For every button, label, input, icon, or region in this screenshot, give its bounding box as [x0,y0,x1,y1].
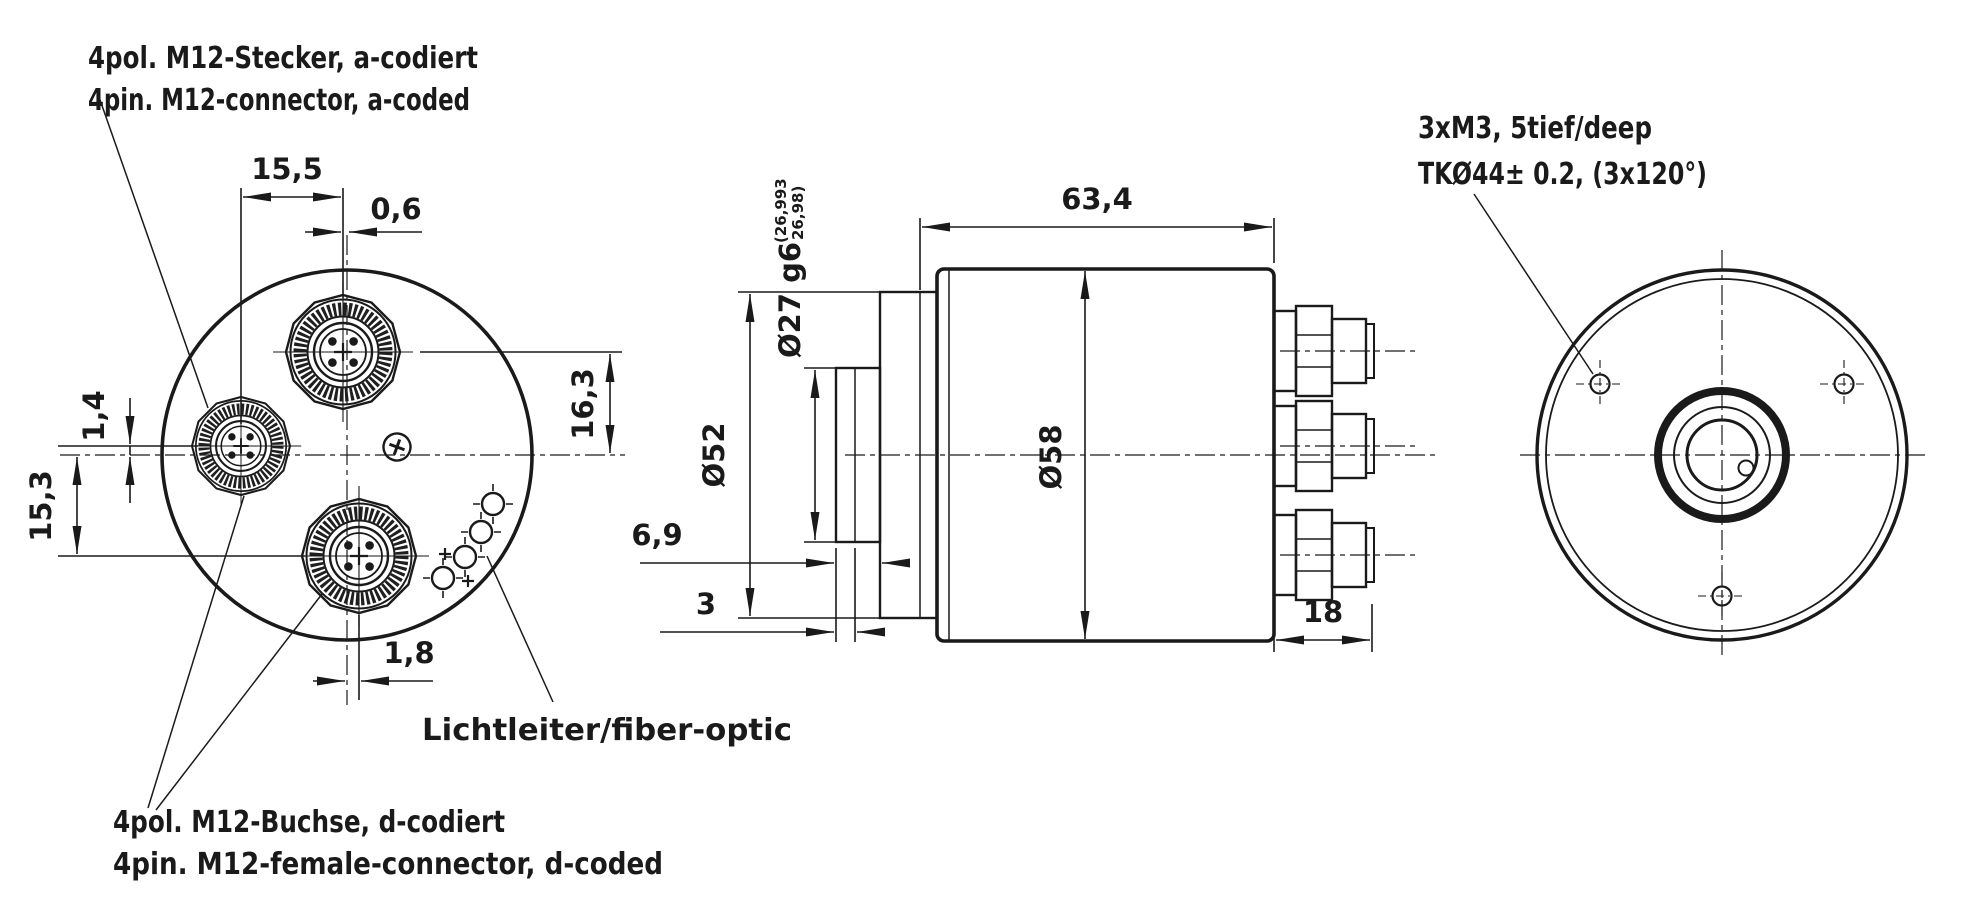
m3-hole-right [1818,358,1870,410]
rear-inner-edge-circle [1545,278,1899,632]
clamp-screw [1737,459,1755,477]
leader-connector-d-2 [155,593,323,811]
dim-63-4-text: 63,4 [1061,182,1133,216]
dim-6-9-text: 6,9 [631,518,682,552]
label-connector-d-line1: 4pol. M12-Buchse, d-codiert [113,805,505,840]
dim-15-3: 15,3 [24,457,305,557]
m12-connector-bottom [289,486,429,626]
front-view: 15,5 0,6 16,3 1,4 15,3 [24,96,625,811]
dim-16-3: 16,3 [420,351,622,453]
side-view: 63,4 Ø27 g6 (26,993 26,98) Ø52 Ø58 [631,178,1440,652]
dim-15-5-text: 15,5 [251,152,323,186]
dim-63-4: 63,4 [919,182,1275,290]
dim-52-text: Ø52 [697,422,731,487]
labels: 4pol. M12-Stecker, a-codiert 4pin. M12-c… [88,41,1707,882]
dim-16-3-text: 16,3 [566,368,600,440]
plus-mark [439,548,451,560]
dim-shaft-tol-lower: 26,98) [789,186,807,240]
label-connector-a-line2: 4pin. M12-connector, a-coded [88,83,470,118]
m3-hole-bottom [1696,570,1748,622]
label-fiber-optic: Lichtleiter/fiber-optic [422,713,792,748]
label-connector-d-line2: 4pin. M12-female-connector, d-coded [113,847,663,882]
dim-15-5: 15,5 [240,152,344,424]
label-mounting-line2: TKØ44± 0.2, (3x120°) [1418,157,1707,192]
label-connector-a-line1: 4pol. M12-Stecker, a-codiert [88,41,478,76]
side-connector-middle [1272,399,1422,493]
dim-0-6: 0,6 [305,192,422,237]
dim-6-9: 6,9 [631,518,910,575]
side-connector-top [1272,304,1422,398]
dim-shaft-tol-upper: (26,993 [772,178,790,243]
housing-outline-circle [160,268,534,642]
dim-52: Ø52 [697,291,885,619]
leader-connector-d-1 [147,495,245,809]
dim-18-text: 18 [1303,595,1343,629]
dim-1-4: 1,4 [58,390,198,503]
shaft-bore [1654,387,1790,523]
fiber-optic-holes [421,482,515,600]
dim-15-3-text: 15,3 [24,470,58,542]
m3-hole-left [1574,358,1626,410]
dim-3: 3 [660,548,885,642]
dim-58-text: Ø58 [1034,424,1068,489]
dim-3-text: 3 [696,587,716,621]
leader-mounting-holes [1473,193,1594,375]
leader-connector-a [98,96,209,409]
m12-connector-top [273,282,413,422]
dim-1-8-text: 1,8 [383,636,434,670]
dim-0-6-text: 0,6 [370,192,421,226]
rear-view [1473,193,1925,660]
dim-58: Ø58 [1034,271,1090,639]
dim-shaft-text: Ø27 g6 [773,242,807,358]
leader-fiber-optic [486,555,554,703]
dim-shaft-diameter: Ø27 g6 (26,993 26,98) [772,178,846,543]
dim-1-4-text: 1,4 [77,390,111,441]
plus-mark [462,575,474,587]
dim-18: 18 [1273,595,1373,652]
dim-1-8: 1,8 [313,615,435,700]
side-connector-bottom [1272,508,1422,602]
label-mounting-line1: 3xM3, 5tief/deep [1418,111,1652,146]
center-screw [382,432,412,462]
rear-outline-circle [1535,268,1909,642]
